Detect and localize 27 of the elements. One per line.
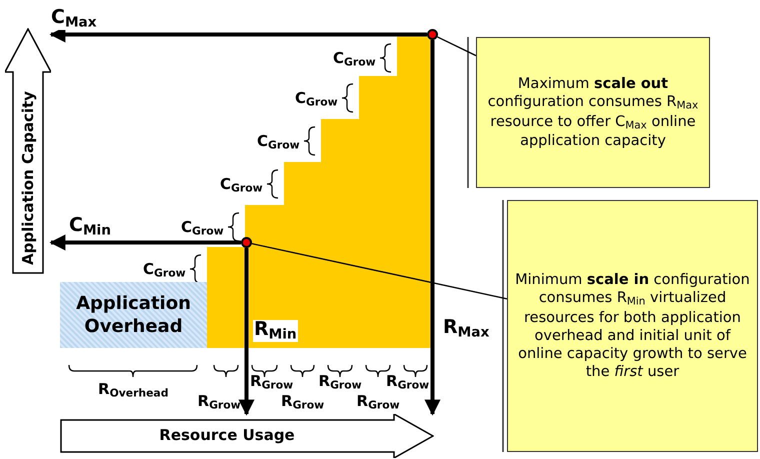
point-marker xyxy=(241,237,252,248)
dimension-label: R$_{Grow}$ xyxy=(318,374,362,392)
dimension-label: C$_{Grow}$ xyxy=(181,220,224,237)
dimension-label: C$_{Grow}$ xyxy=(257,134,300,151)
dimension-label: R$_{Grow}$ xyxy=(281,394,324,412)
axis-title: Resource Usage xyxy=(158,426,296,444)
dimension-label: R$_{Grow}$ xyxy=(198,394,241,412)
edge-label: R$_{Min}$ xyxy=(253,320,298,342)
callout-box: Minimum scale in configuration consumes R$_{Min}$ virtualized resources for both application overhead and initial unit of online capacity growth to serve the first user xyxy=(507,200,758,452)
dimension-label: C$_{Grow}$ xyxy=(143,262,186,279)
point-marker xyxy=(427,29,438,40)
dimension-label: C$_{Grow}$ xyxy=(333,50,376,68)
edge-label: C$_{Max}$ xyxy=(50,8,98,30)
axis-title: Application Capacity xyxy=(19,91,37,265)
arrow xyxy=(424,40,440,416)
dimension-label: R$_{Grow}$ xyxy=(250,374,294,392)
dimension-label: C$_{Grow}$ xyxy=(295,90,338,108)
callout-box: Maximum scale out configuration consumes R$_{Max}$ resource to offer C$_{Max}$ online application capacity xyxy=(476,37,710,188)
overhead-box: Application Overhead xyxy=(60,282,207,348)
dimension-label: R$_{Grow}$ xyxy=(386,374,430,392)
dimension-label: R$_{Overhead}$ xyxy=(98,382,168,400)
leader-line xyxy=(437,36,476,56)
arrow xyxy=(238,248,254,416)
dimension-label: R$_{Grow}$ xyxy=(356,394,400,412)
dimension-label: C$_{Grow}$ xyxy=(220,176,263,194)
arrow xyxy=(49,234,241,250)
leader-line xyxy=(252,243,508,300)
